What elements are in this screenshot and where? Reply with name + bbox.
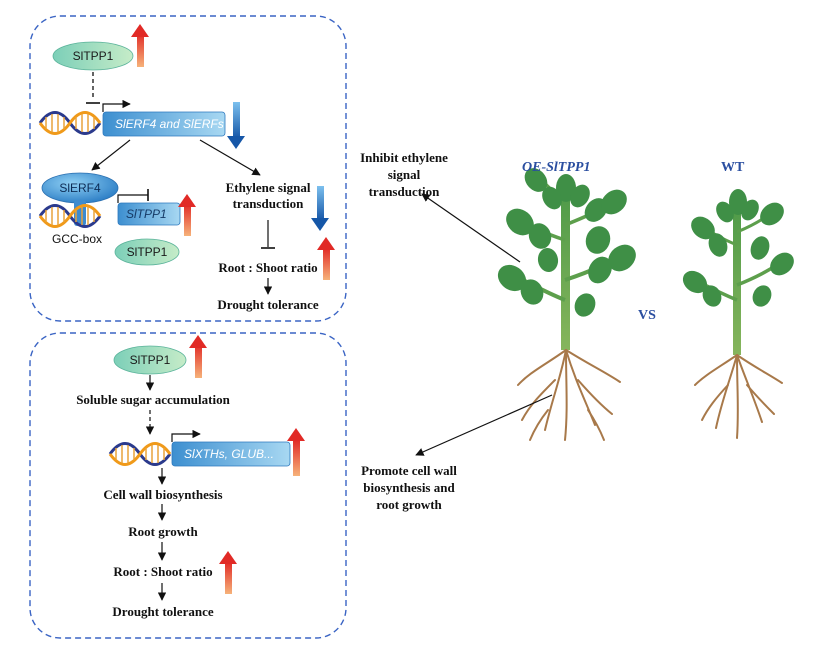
root-growth-label: Root growth: [128, 524, 198, 539]
up-arrow-icon: [225, 562, 232, 594]
promoter-arrow: [171, 429, 201, 442]
arrow-to-inhibit-label: [421, 193, 521, 263]
cell-wall-label: Cell wall biosynthesis: [103, 487, 223, 502]
ethylene-label-line1: Ethylene signal: [225, 180, 311, 195]
promote-label-line3: root growth: [376, 497, 442, 512]
up-arrow-icon: [287, 428, 305, 441]
up-arrow-icon: [195, 344, 202, 378]
up-arrow-icon: [219, 551, 237, 564]
plant-icon: [682, 189, 794, 439]
dna-icon: [38, 204, 102, 228]
sugar-label: Soluble sugar accumulation: [76, 392, 230, 407]
inhibit-label-line1: Inhibit ethylene: [360, 150, 448, 165]
up-arrow-icon: [293, 440, 300, 476]
down-arrow-icon: [233, 102, 240, 138]
promote-label-line1: Promote cell wall: [361, 463, 457, 478]
down-arrow-icon: [227, 136, 245, 149]
wt-title: WT: [721, 160, 745, 175]
vs-label: VS: [638, 308, 656, 323]
slerf4-gene-box: [102, 111, 226, 137]
dna-icon: [108, 442, 172, 466]
slxths-gene-label: SlXTHs, GLUB...: [184, 447, 275, 461]
dna-icon: [38, 111, 102, 135]
plant-icon: [497, 168, 636, 441]
drought-label-top: Drought tolerance: [217, 297, 319, 312]
gcc-box-label: GCC-box: [52, 232, 103, 246]
sltpp1-gene-label: SlTPP1: [126, 207, 167, 221]
up-arrow-icon: [137, 33, 144, 67]
up-arrow-icon: [131, 24, 149, 37]
sltpp1-protein-top: [52, 41, 134, 71]
sltpp1-protein: [113, 345, 187, 375]
up-arrow-icon: [178, 194, 196, 207]
oe-sltpp1-title: OE-SlTPP1: [522, 160, 591, 175]
up-arrow-icon: [323, 248, 330, 280]
sltpp1-label-top: SlTPP1: [72, 49, 114, 63]
arrow-to-promote-label: [415, 394, 553, 456]
top-panel-border: [29, 15, 347, 322]
promoter-arrow: [102, 99, 131, 112]
up-arrow-icon: [184, 204, 191, 236]
slerf4-protein-label: SlERF4: [59, 181, 101, 195]
bottom-panel-border: [29, 332, 347, 639]
ethylene-label-line2: transduction: [232, 196, 304, 211]
arrow-to-ethylene: [199, 139, 261, 176]
sltpp1-label-bottom: SlTPP1: [126, 245, 168, 259]
promote-label-line2: biosynthesis and: [363, 480, 455, 495]
up-arrow-icon: [317, 237, 335, 250]
sltpp1-protein-bottom: [114, 238, 180, 266]
slxths-gene-box: [171, 441, 291, 467]
sltpp1-gene-box: [117, 202, 181, 226]
down-arrow-icon: [317, 186, 324, 220]
promoter-line: [117, 194, 148, 203]
slerf4-gene-label: SlERF4 and SlERFs: [115, 117, 224, 131]
up-arrow-icon: [189, 335, 207, 348]
sltpp1-label-bottom-panel: SlTPP1: [129, 353, 171, 367]
arrow-to-erf4: [91, 139, 131, 171]
inhibit-label-line3: transduction: [368, 184, 440, 199]
drought-label-bottom: Drought tolerance: [112, 604, 214, 619]
root-shoot-label-top: Root : Shoot ratio: [218, 260, 318, 275]
inhibit-label-line2: signal: [387, 167, 421, 182]
root-shoot-label-bottom: Root : Shoot ratio: [113, 564, 213, 579]
down-arrow-icon: [311, 218, 329, 231]
